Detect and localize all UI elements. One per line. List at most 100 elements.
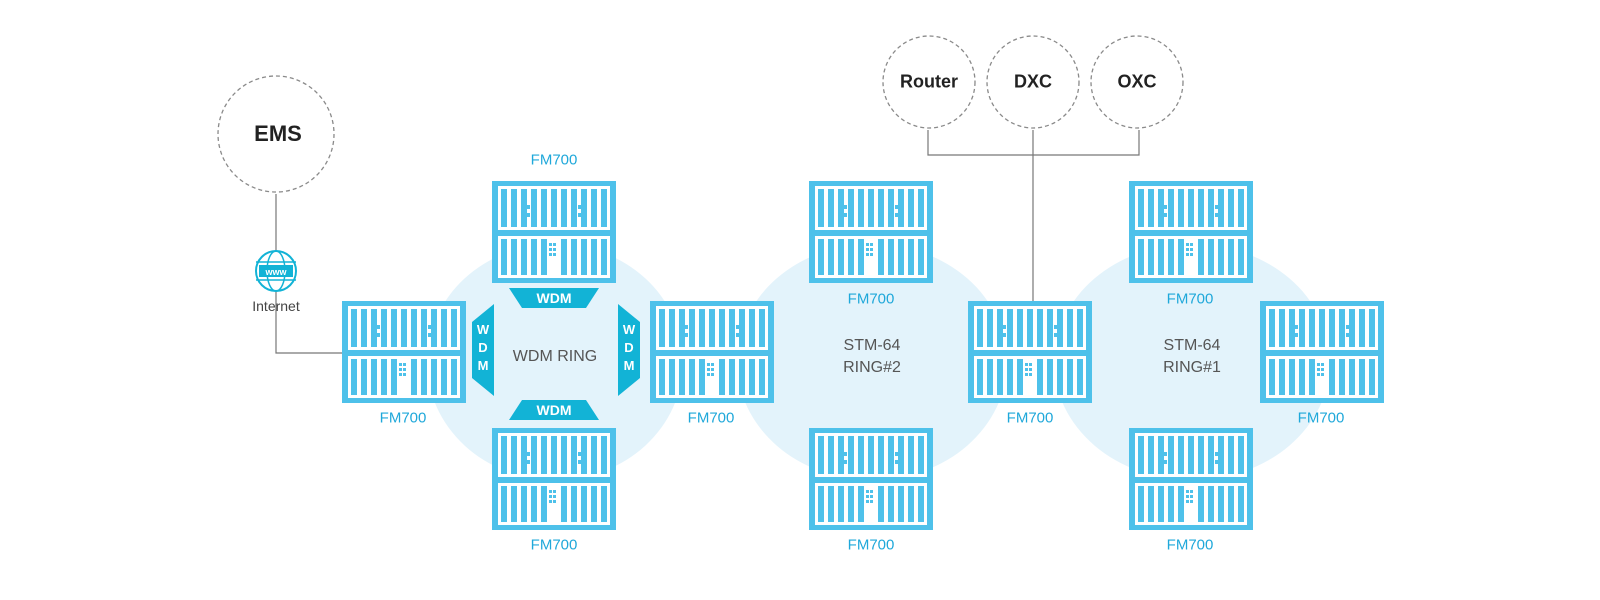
port-indicator	[866, 490, 869, 493]
lower-slot-card	[1218, 239, 1224, 275]
port-indicator	[870, 495, 873, 498]
port-indicator	[403, 373, 406, 376]
wdm-unit-right-letter: D	[624, 340, 633, 355]
device-ring1-top	[1129, 181, 1253, 283]
lower-slot-card	[1228, 486, 1234, 522]
lower-slot-card	[908, 239, 914, 275]
upper-slot-card	[1228, 189, 1234, 227]
upper-slot-card	[1188, 436, 1194, 474]
port-indicator	[549, 253, 552, 256]
lower-slot-card	[858, 486, 864, 522]
upper-slot-card	[511, 436, 517, 474]
lower-slot-card	[511, 239, 517, 275]
lower-slot-card	[1148, 486, 1154, 522]
port-indicator	[707, 368, 710, 371]
upper-slot-card	[541, 436, 547, 474]
lower-slot-card	[888, 486, 894, 522]
upper-slot-card	[1289, 309, 1295, 347]
upper-slot-card	[411, 309, 417, 347]
led-indicator	[1209, 213, 1213, 217]
device-wdm-right	[650, 301, 774, 403]
port-indicator	[1317, 363, 1320, 366]
lower-slot-card	[561, 486, 567, 522]
upper-slot-card	[679, 309, 685, 347]
lower-slot-card	[571, 486, 577, 522]
port-indicator	[403, 363, 406, 366]
led-indicator	[1002, 325, 1006, 329]
upper-slot-card	[361, 309, 367, 347]
device-label-wdm-right: FM700	[687, 409, 735, 427]
device-label-ring2-top: FM700	[847, 290, 895, 308]
lower-slot-card	[1369, 359, 1375, 395]
led-indicator	[1163, 213, 1167, 217]
upper-slot-card	[551, 436, 557, 474]
led-indicator	[532, 452, 536, 456]
upper-slot-card	[878, 436, 884, 474]
device-label-ring1-top: FM700	[1166, 290, 1214, 308]
led-indicator	[578, 205, 582, 209]
upper-slot-card	[908, 436, 914, 474]
led-indicator	[889, 452, 893, 456]
upper-slot-card	[1198, 189, 1204, 227]
wdm-unit-left-letter: W	[477, 322, 490, 337]
device-ring1-right	[1260, 301, 1384, 403]
led-indicator	[895, 460, 899, 464]
led-indicator	[1008, 333, 1012, 337]
led-indicator	[572, 452, 576, 456]
upper-slot-card	[1218, 436, 1224, 474]
port-indicator	[553, 243, 556, 246]
lower-slot-card	[749, 359, 755, 395]
globe-www-icon: www	[255, 250, 297, 292]
upper-slot-card	[511, 189, 517, 227]
led-indicator	[1209, 452, 1213, 456]
led-indicator	[1209, 205, 1213, 209]
wdm-ring-area	[427, 244, 683, 480]
led-indicator	[684, 333, 688, 337]
device-ring1-bottom	[1129, 428, 1253, 530]
lower-slot-card	[421, 359, 427, 395]
ems-connection-line	[275, 194, 342, 354]
led-indicator	[1169, 205, 1173, 209]
upper-slot-card	[878, 189, 884, 227]
lower-slot-card	[541, 486, 547, 522]
port-indicator	[399, 363, 402, 366]
led-indicator	[843, 213, 847, 217]
lower-slot-card	[1218, 486, 1224, 522]
upper-slot-card	[1238, 189, 1244, 227]
port-indicator	[711, 373, 714, 376]
port-indicator	[707, 373, 710, 376]
port-indicator	[1190, 500, 1193, 503]
led-indicator	[1294, 325, 1298, 329]
led-indicator	[1346, 325, 1350, 329]
port-indicator	[1029, 368, 1032, 371]
upper-slot-card	[1057, 309, 1063, 347]
led-indicator	[382, 325, 386, 329]
upper-slot-card	[1359, 309, 1365, 347]
lower-slot-card	[371, 359, 377, 395]
lower-slot-card	[531, 239, 537, 275]
lower-slot-card	[1289, 359, 1295, 395]
lower-slot-card	[581, 239, 587, 275]
upper-slot-card	[581, 189, 587, 227]
upper-slot-card	[1309, 309, 1315, 347]
led-indicator	[1048, 333, 1052, 337]
port-indicator	[707, 363, 710, 366]
lower-slot-card	[848, 486, 854, 522]
led-indicator	[736, 325, 740, 329]
upper-slot-card	[1178, 189, 1184, 227]
lower-slot-card	[1329, 359, 1335, 395]
led-indicator	[730, 325, 734, 329]
upper-slot-card	[828, 436, 834, 474]
upper-slot-card	[669, 309, 675, 347]
led-indicator	[376, 333, 380, 337]
lower-slot-card	[1168, 486, 1174, 522]
led-indicator	[1163, 205, 1167, 209]
port-indicator	[1186, 495, 1189, 498]
lower-slot-card	[531, 486, 537, 522]
led-indicator	[736, 333, 740, 337]
led-indicator	[578, 213, 582, 217]
lower-slot-card	[818, 239, 824, 275]
upper-slot-card	[858, 189, 864, 227]
upper-slot-card	[591, 436, 597, 474]
